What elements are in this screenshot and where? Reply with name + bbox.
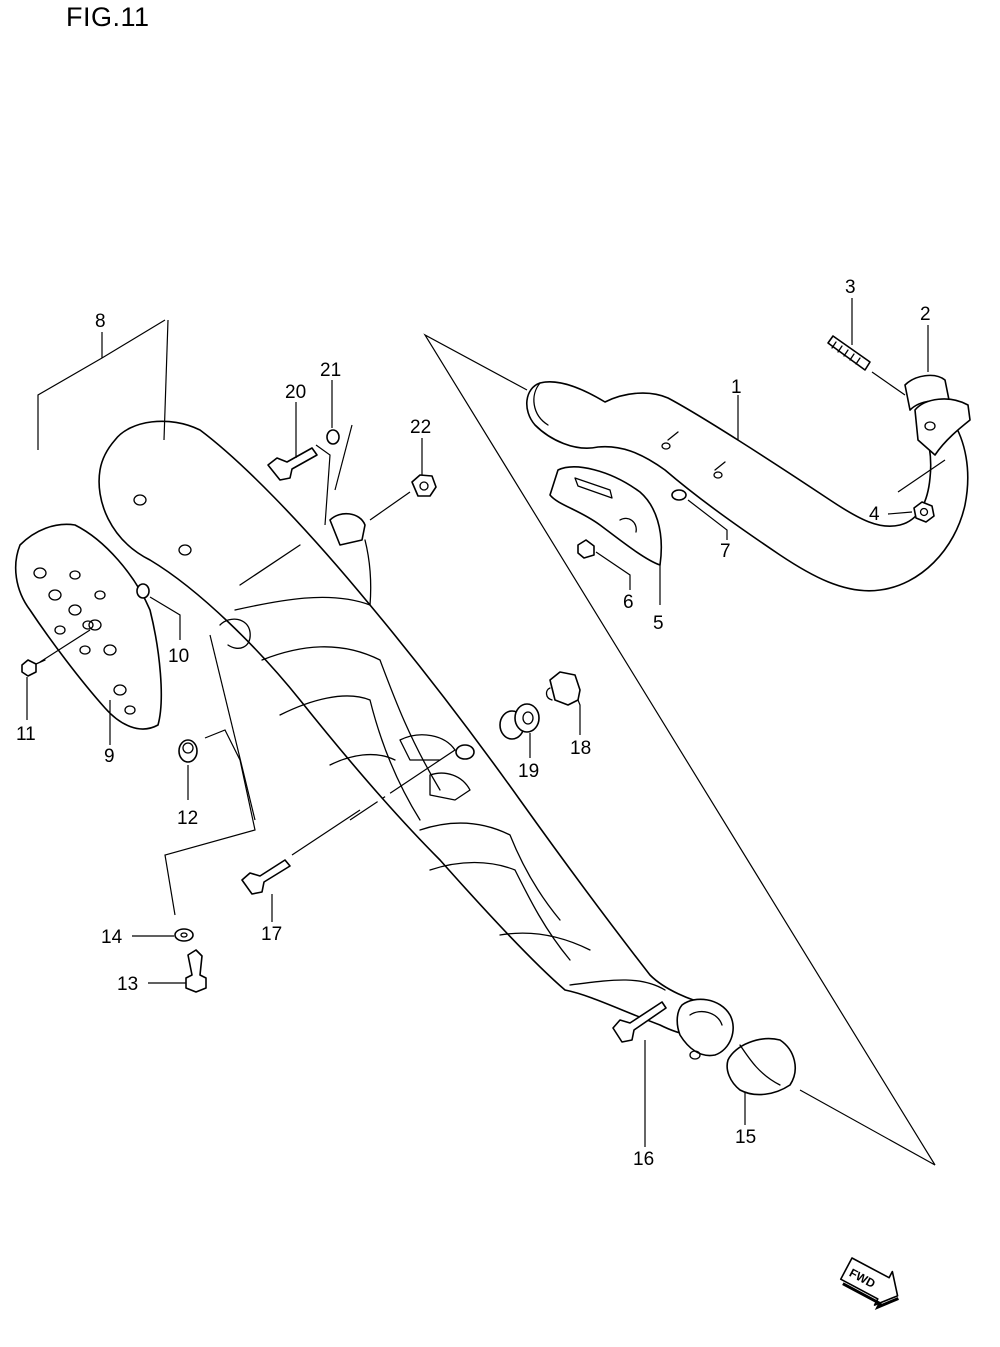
bolt-13-part [185, 949, 207, 993]
muffler-end-cap-part [726, 1037, 796, 1096]
callout-22: 22 [410, 417, 431, 438]
exhaust-gasket-part [904, 374, 971, 456]
callout-9: 9 [104, 746, 115, 767]
figure-title: FIG.11 [66, 2, 150, 32]
bolt-20-part [267, 447, 318, 481]
forward-arrow-icon: FWD [839, 1257, 899, 1310]
callout-20: 20 [285, 382, 306, 403]
assembly-guide-lines [163, 319, 441, 916]
muffler-part [98, 420, 734, 1060]
callout-8: 8 [95, 311, 106, 332]
callout-3: 3 [845, 277, 856, 298]
assembly-boundary [423, 333, 936, 1166]
callout-11: 11 [16, 724, 36, 745]
callout-17: 17 [261, 924, 282, 945]
callout-15: 15 [735, 1127, 756, 1148]
callout-12: 12 [177, 808, 198, 829]
bolt-17-part [241, 859, 291, 895]
washer-10-part [136, 583, 150, 599]
washer-21-part [326, 429, 340, 445]
callout-14: 14 [101, 927, 123, 948]
callout-numbers: 1 2 3 4 5 6 7 8 9 10 11 12 13 14 15 16 1… [16, 277, 931, 1170]
stud-bolt-part [827, 335, 906, 396]
screw-guide-line [39, 629, 91, 663]
heat-guard-part [14, 523, 163, 730]
spacer-part [178, 739, 198, 763]
exhaust-nut-part [913, 501, 935, 523]
callout-6: 6 [623, 592, 634, 613]
washer-7-part [671, 489, 687, 501]
callout-19: 19 [518, 761, 539, 782]
protector-screw-part [577, 539, 595, 559]
callout-21: 21 [320, 360, 341, 381]
callout-1: 1 [731, 377, 742, 398]
callout-7: 7 [720, 541, 731, 562]
grommet-part [499, 703, 540, 740]
collar-part [411, 474, 437, 497]
pipe-protector-part [549, 466, 663, 566]
guard-screw-part [21, 659, 46, 677]
callout-5: 5 [653, 613, 664, 634]
callout-13: 13 [117, 974, 138, 995]
callout-4: 4 [869, 504, 880, 525]
callout-18: 18 [570, 738, 591, 759]
callout-leaders [26, 298, 929, 1147]
bolt-18-part [545, 671, 581, 706]
exhaust-pipe-part [526, 381, 969, 592]
callout-2: 2 [920, 304, 931, 325]
callout-16: 16 [633, 1149, 654, 1170]
nut-guide-line [897, 459, 946, 493]
washer-14-part [174, 928, 194, 942]
bolt-16-part [612, 1001, 667, 1043]
callout-10: 10 [168, 646, 189, 667]
